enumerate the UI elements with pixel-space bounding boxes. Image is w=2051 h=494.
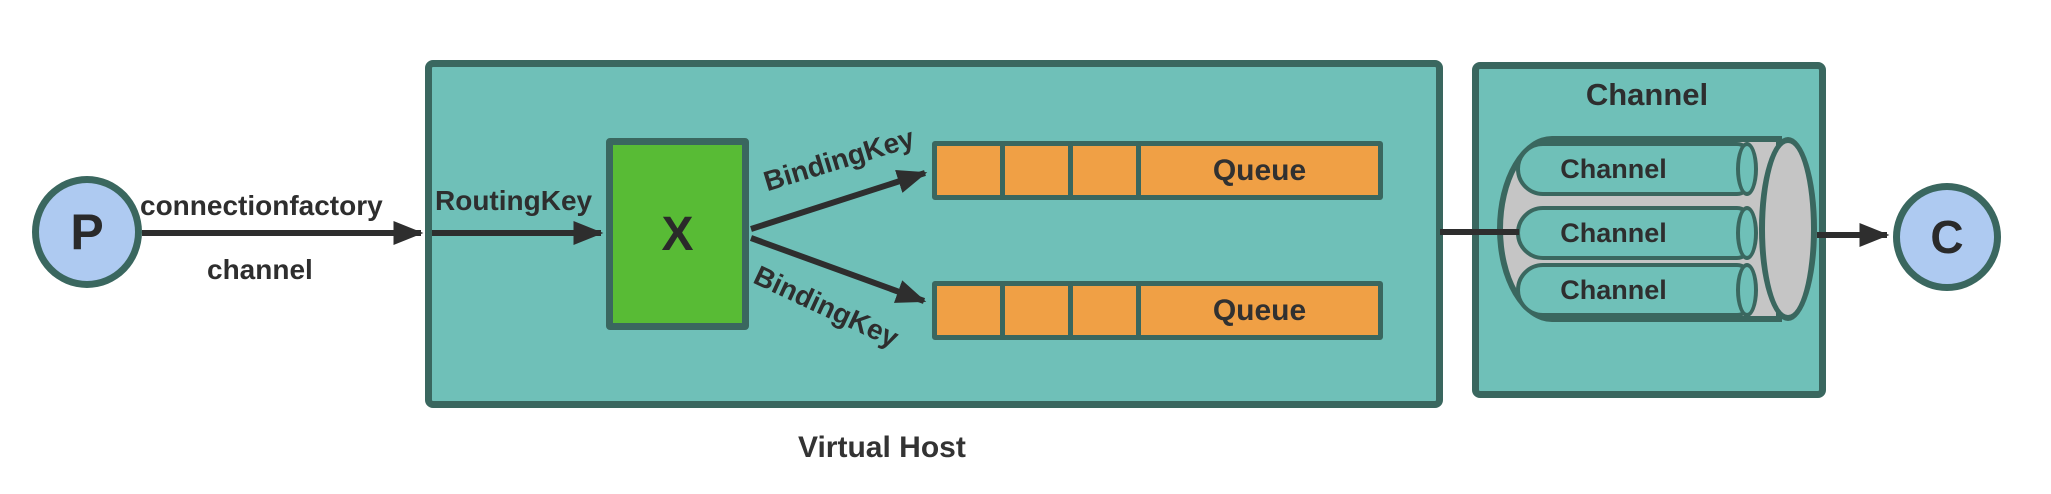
consumer-node: C [1893, 183, 2001, 291]
consumer-label: C [1930, 211, 1964, 263]
channel-tube-2: Channel [1516, 206, 1758, 260]
queue-label: Queue [1212, 153, 1307, 187]
queue-segment [937, 286, 1000, 335]
queue-segment [937, 146, 1000, 195]
connectionfactory-label: connectionfactory [140, 190, 383, 221]
producer-node: P [32, 176, 142, 288]
exchange-label: X [661, 207, 694, 261]
message-queue-1: Queue [932, 141, 1383, 200]
channel-tube-cap [1736, 206, 1758, 260]
queue-body: Queue [1141, 146, 1378, 195]
message-queue-2: Queue [932, 281, 1383, 340]
channel-edge-label: channel [207, 254, 313, 285]
queue-segment [1005, 286, 1068, 335]
queue-label: Queue [1212, 293, 1307, 327]
connection-cylinder-end-ellipse [1759, 137, 1817, 321]
producer-label: P [70, 204, 104, 260]
channel-tube-3: Channel [1516, 263, 1758, 317]
virtual-host-box [425, 60, 1443, 408]
channel-box-title: Channel [1585, 77, 1709, 112]
exchange-node: X [606, 138, 749, 330]
queue-body: Queue [1141, 286, 1378, 335]
channel-tube-label: Channel [1560, 274, 1667, 305]
queue-segment [1005, 146, 1068, 195]
channel-tube-label: Channel [1560, 153, 1667, 184]
channel-tube-label: Channel [1560, 217, 1667, 248]
channel-tube-1: Channel [1516, 142, 1758, 196]
queue-segment [1073, 286, 1136, 335]
routing-key-label: RoutingKey [435, 185, 593, 216]
queue-segment [1073, 146, 1136, 195]
channel-tube-cap [1736, 142, 1758, 196]
channel-tube-cap [1736, 263, 1758, 317]
virtual-host-label: Virtual Host [798, 431, 966, 464]
